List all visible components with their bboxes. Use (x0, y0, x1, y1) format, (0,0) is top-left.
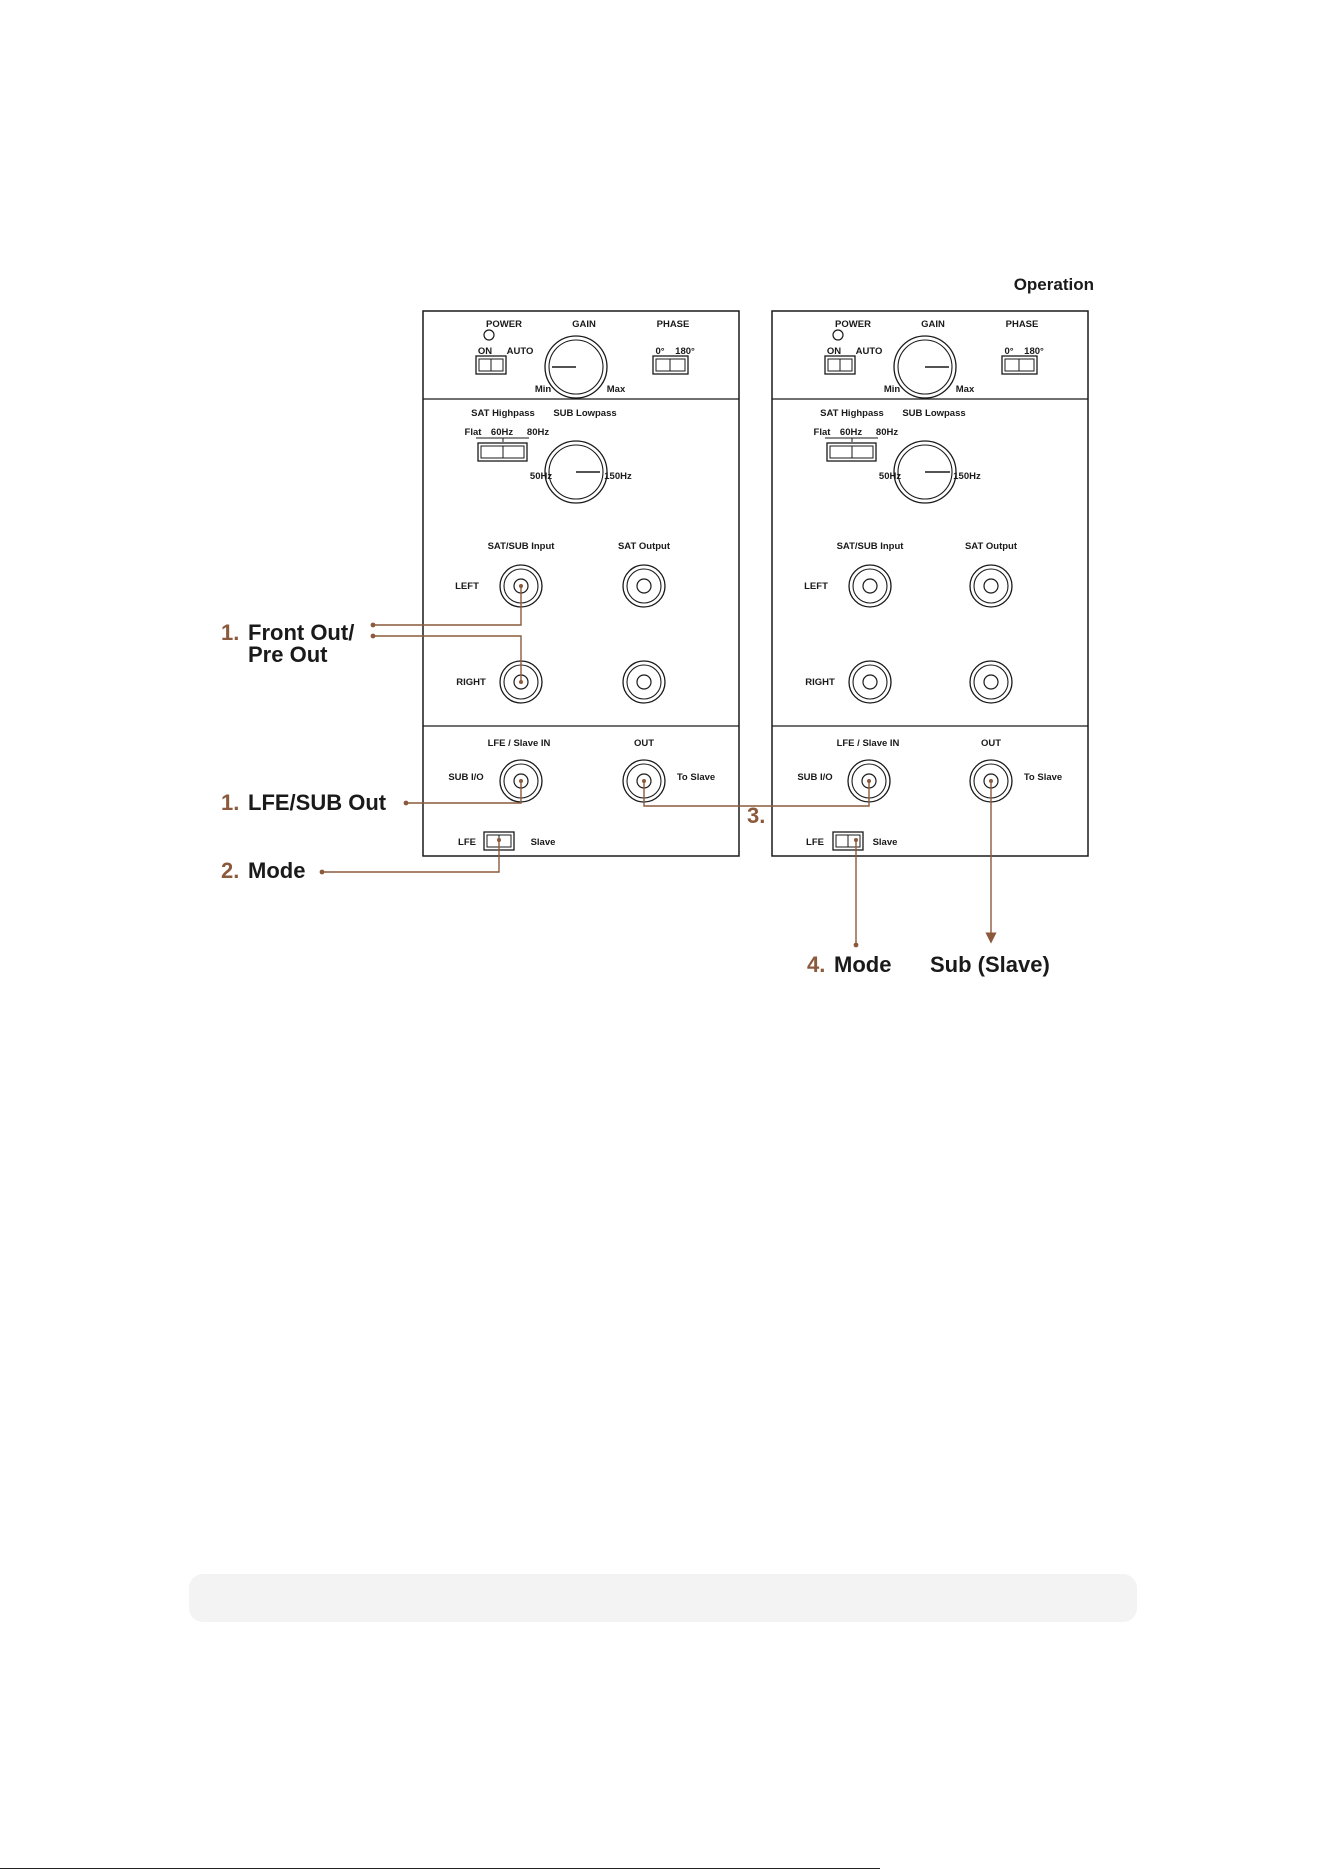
connection-dots (319, 584, 993, 948)
lfe-sub-out-line (406, 781, 522, 804)
callout-front-out: 1. Front Out/ Pre Out (221, 620, 354, 667)
150hz-label: 150Hz (604, 471, 632, 482)
80hz-label: 80Hz (876, 427, 898, 438)
right-label: RIGHT (805, 677, 835, 688)
phase-label: PHASE (1006, 319, 1039, 330)
gain-max-label: Max (956, 384, 975, 395)
callout-mode-slave: 4. Mode (807, 952, 891, 977)
gain-min-label: Min (884, 384, 901, 395)
50hz-label: 50Hz (879, 471, 901, 482)
on-label: ON (478, 346, 492, 357)
60hz-label: 60Hz (840, 427, 862, 438)
out-label: OUT (634, 738, 654, 749)
sub-io-label: SUB I/O (797, 772, 832, 783)
callout-lfe-sub-out: 1. LFE/SUB Out (221, 790, 387, 815)
left-label: LEFT (455, 581, 479, 592)
gain-label: GAIN (921, 319, 945, 330)
callout-number: 3. (747, 803, 765, 828)
60hz-label: 60Hz (491, 427, 513, 438)
callout-label: Mode (834, 952, 891, 977)
master-panel: POWER GAIN PHASE ON AUTO Min Max 0° 180°… (422, 310, 740, 857)
bottom-rule (0, 1868, 880, 1869)
left-input-jack[interactable] (848, 564, 892, 608)
left-label: LEFT (804, 581, 828, 592)
lfe-label: LFE (806, 837, 824, 848)
80hz-label: 80Hz (527, 427, 549, 438)
callout-step3: 3. (747, 803, 765, 828)
gain-max-label: Max (607, 384, 626, 395)
callout-number: 2. (221, 858, 239, 883)
sub-io-label: SUB I/O (448, 772, 483, 783)
connection-lines (322, 586, 997, 945)
callout-sub-slave: Sub (Slave) (930, 952, 1050, 977)
sat-highpass-label: SAT Highpass (471, 408, 535, 419)
callout-mode-master: 2. Mode (221, 858, 305, 883)
sat-sub-input-label: SAT/SUB Input (837, 541, 905, 552)
phase-0-label: 0° (1004, 346, 1013, 357)
flat-label: Flat (465, 427, 483, 438)
callout-label: Front Out/ (248, 620, 354, 645)
mode-master-line (322, 840, 500, 873)
callout-number: 4. (807, 952, 825, 977)
on-label: ON (827, 346, 841, 357)
footer-box (189, 1574, 1137, 1622)
right-input-jack[interactable] (848, 660, 892, 704)
sat-output-left-jack[interactable] (622, 564, 666, 608)
slave-label: Slave (873, 837, 898, 848)
gain-label: GAIN (572, 319, 596, 330)
phase-0-label: 0° (655, 346, 664, 357)
callout-label: Pre Out (248, 642, 328, 667)
sat-output-label: SAT Output (618, 541, 671, 552)
slave-label: Slave (531, 837, 556, 848)
50hz-label: 50Hz (530, 471, 552, 482)
slave-panel: POWER GAIN PHASE ON AUTO Min Max 0° 180°… (771, 310, 1089, 857)
lfe-label: LFE (458, 837, 476, 848)
callout-label: Sub (Slave) (930, 952, 1050, 977)
phase-label: PHASE (657, 319, 690, 330)
gain-min-label: Min (535, 384, 552, 395)
to-slave-label: To Slave (1024, 772, 1062, 783)
sat-highpass-label: SAT Highpass (820, 408, 884, 419)
sat-output-label: SAT Output (965, 541, 1018, 552)
sat-output-left-jack[interactable] (969, 564, 1013, 608)
to-slave-label: To Slave (677, 772, 715, 783)
sub-lowpass-label: SUB Lowpass (553, 408, 616, 419)
front-out-left-line (373, 586, 522, 626)
phase-180-label: 180° (675, 346, 695, 357)
page-header: Operation (1014, 275, 1094, 294)
sat-output-right-jack[interactable] (969, 660, 1013, 704)
callout-label: LFE/SUB Out (248, 790, 387, 815)
sat-output-right-jack[interactable] (622, 660, 666, 704)
callout-number: 1. (221, 620, 239, 645)
sub-lowpass-label: SUB Lowpass (902, 408, 965, 419)
out-label: OUT (981, 738, 1001, 749)
step3-connection-line (643, 781, 870, 807)
right-label: RIGHT (456, 677, 486, 688)
lfe-slave-in-label: LFE / Slave IN (837, 738, 900, 749)
auto-label: AUTO (507, 346, 534, 357)
phase-180-label: 180° (1024, 346, 1044, 357)
lfe-slave-in-label: LFE / Slave IN (488, 738, 551, 749)
front-out-right-line (373, 635, 522, 682)
150hz-label: 150Hz (953, 471, 981, 482)
callout-label: Mode (248, 858, 305, 883)
power-label: POWER (835, 319, 871, 330)
power-label: POWER (486, 319, 522, 330)
flat-label: Flat (814, 427, 832, 438)
sat-sub-input-label: SAT/SUB Input (488, 541, 556, 552)
callout-number: 1. (221, 790, 239, 815)
auto-label: AUTO (856, 346, 883, 357)
